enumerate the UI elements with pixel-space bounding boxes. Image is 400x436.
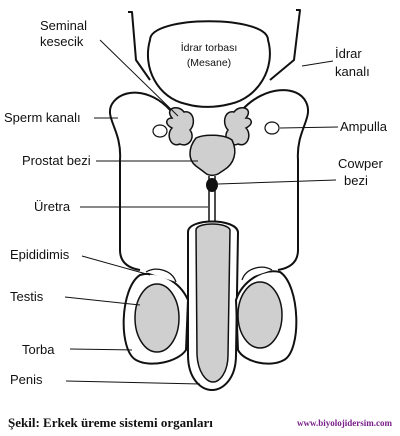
label-seminal-line2: kesecik <box>40 34 84 49</box>
label-ampulla: Ampulla <box>340 119 388 134</box>
label-scrotum: Torba <box>22 342 55 357</box>
leader-scrotum <box>69 348 133 351</box>
seminal-vesicles <box>166 107 252 146</box>
label-ureter-line1: İdrar <box>335 46 362 61</box>
leader-ureter <box>301 60 334 67</box>
sperm-ducts <box>109 89 309 271</box>
bladder-label-line1: İdrar torbası <box>181 41 238 54</box>
leader-cowper <box>217 179 337 185</box>
label-sperm-duct: Sperm kanalı <box>4 110 81 125</box>
epididymis <box>145 266 273 283</box>
label-ureter-line2: kanalı <box>335 64 370 79</box>
cowper-gland <box>206 178 218 192</box>
label-penis: Penis <box>10 372 43 387</box>
leader-seminal <box>99 39 179 117</box>
figure-caption: Şekil: Erkek üreme sistemi organları <box>8 415 213 430</box>
label-urethra: Üretra <box>34 199 71 214</box>
leader-epididymis <box>81 255 151 276</box>
leader-lines <box>64 39 339 385</box>
label-prostate: Prostat bezi <box>22 153 91 168</box>
penis-shaft <box>195 223 231 383</box>
leader-ampulla <box>279 126 339 129</box>
label-testis: Testis <box>10 289 44 304</box>
bladder <box>146 20 271 108</box>
leader-penis <box>65 380 201 385</box>
label-cowper-line1: Cowper <box>338 156 383 171</box>
bladder-label-line2: (Mesane) <box>187 57 231 69</box>
label-cowper-line2: bezi <box>344 173 368 188</box>
ureters <box>128 9 301 81</box>
label-epididymis: Epididimis <box>10 247 70 262</box>
website-credit: www.biyolojidersim.com <box>297 418 392 428</box>
label-seminal-line1: Seminal <box>40 18 87 33</box>
testes <box>134 281 283 353</box>
leader-testis <box>64 296 141 306</box>
ampullae <box>152 121 280 138</box>
prostate <box>189 134 236 177</box>
